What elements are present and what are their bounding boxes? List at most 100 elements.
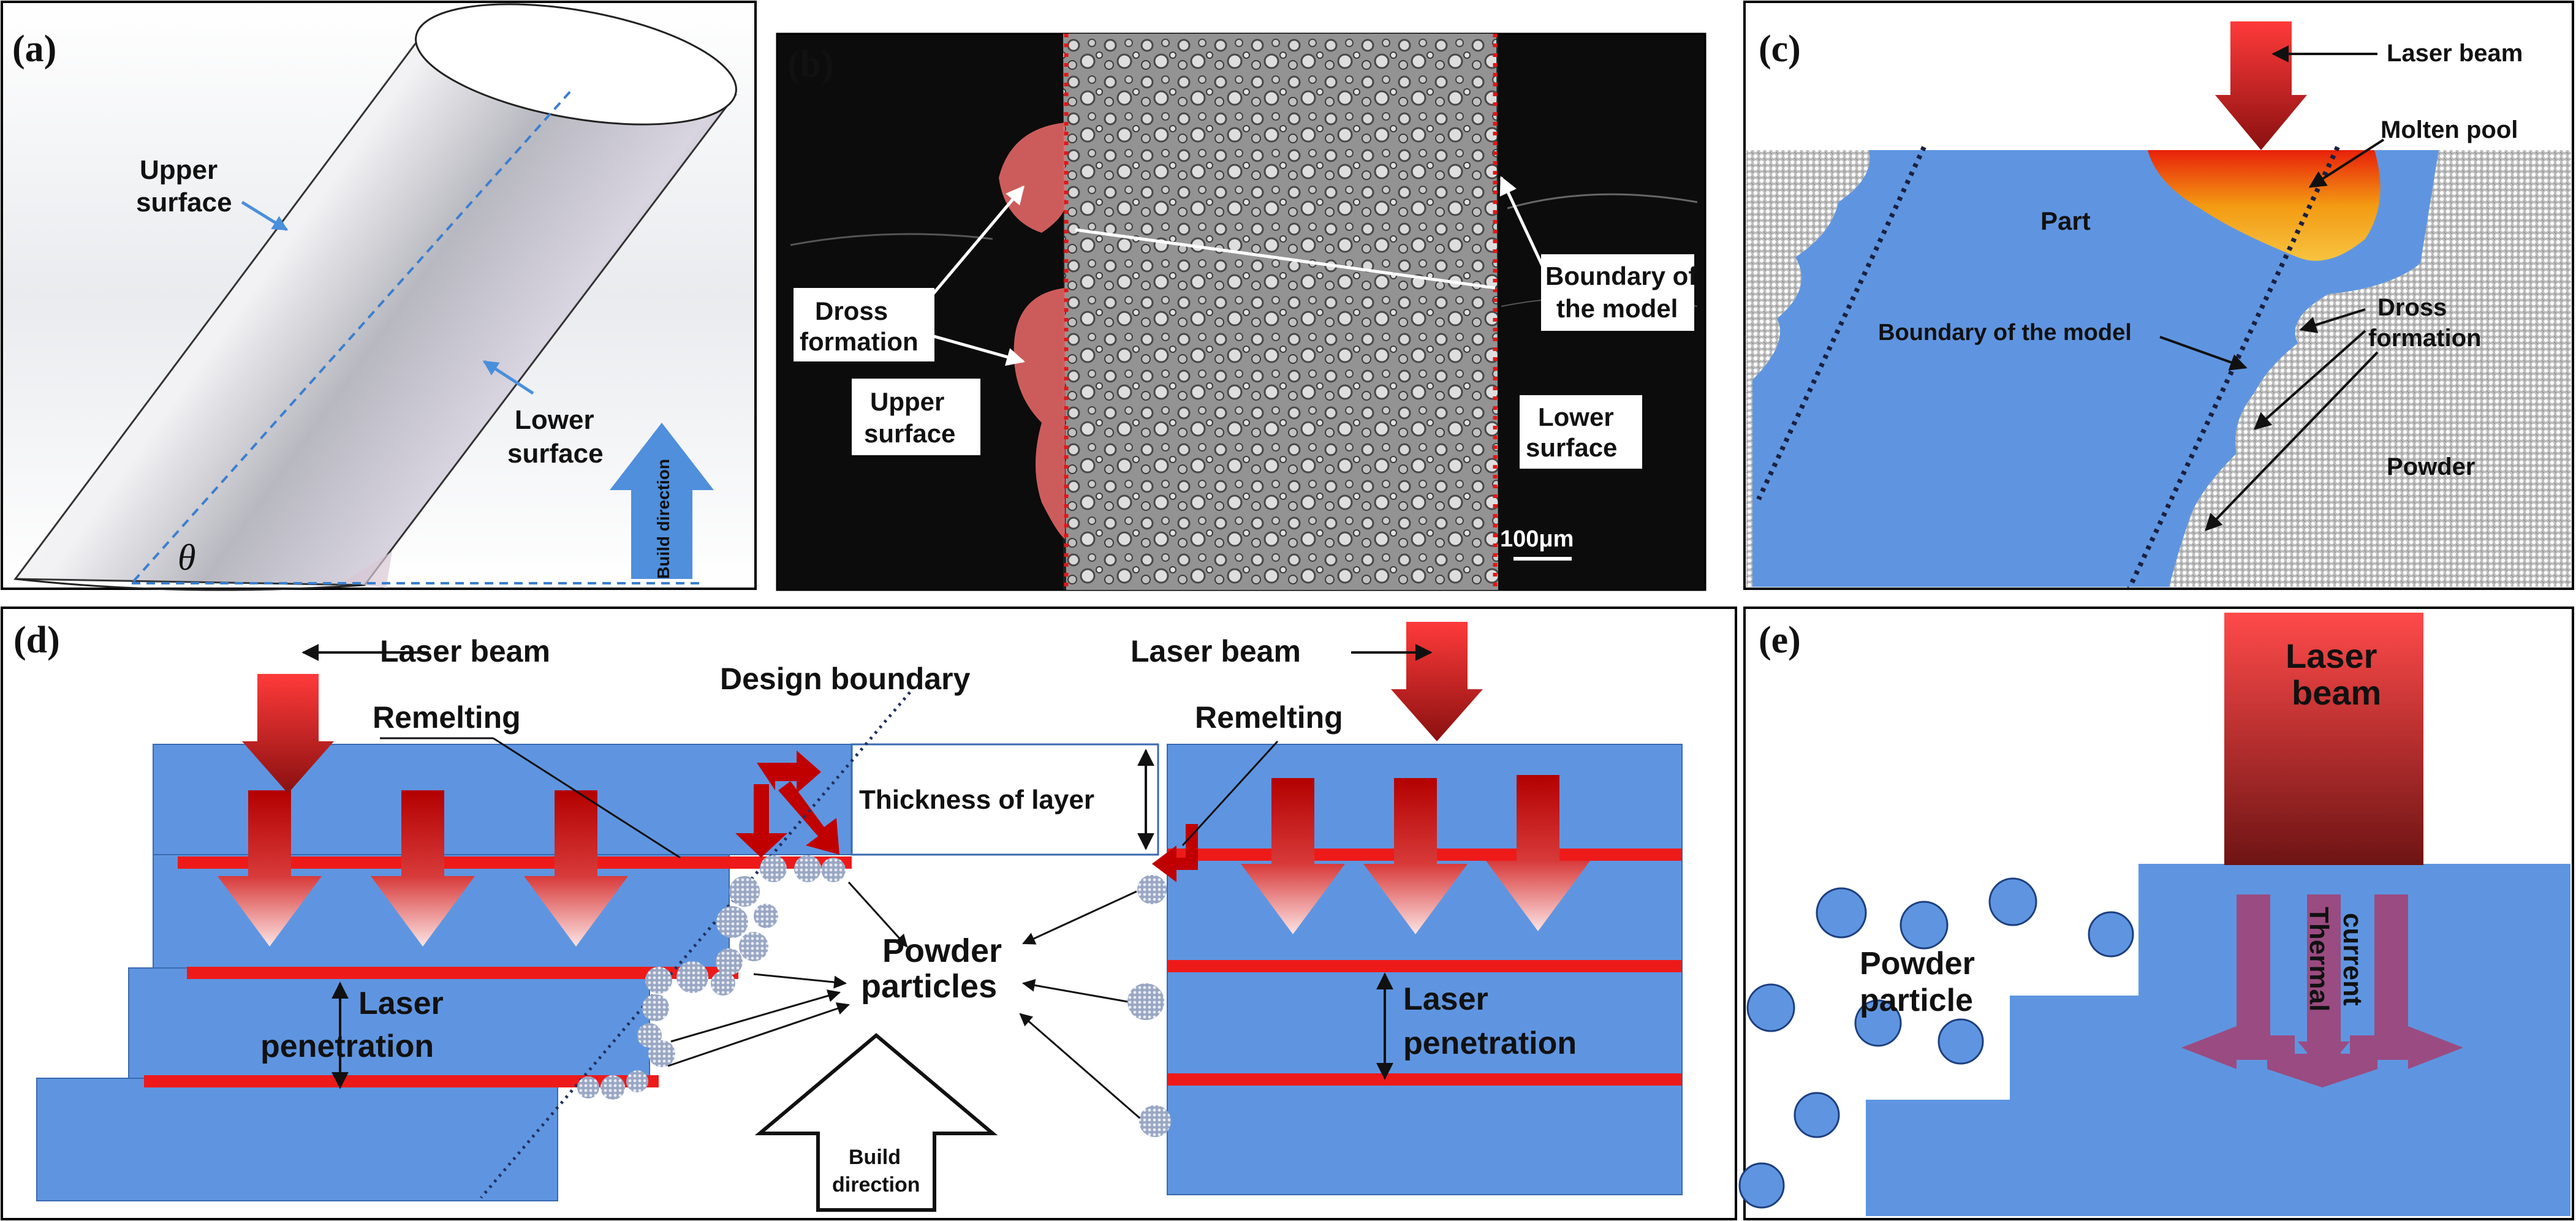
thermal-current-arrows: [2181, 894, 2463, 1087]
dross-arrow-1: [924, 185, 1025, 304]
remelt-line-left-1: [178, 856, 852, 869]
remelting-right-line: [1181, 740, 1279, 847]
remelt-line-left-3: [144, 1075, 659, 1087]
powder-arrow-6: [1021, 978, 1128, 1003]
dross-region-2: [1013, 288, 1065, 539]
panel-e-label: (e): [1759, 619, 1801, 661]
sem-strut: [1063, 34, 1498, 590]
laser-beam-c-label: Laser beam: [2387, 40, 2523, 67]
design-boundary-label: Design boundary: [720, 662, 971, 696]
boundary-label-box: [1541, 254, 1694, 331]
powder-particle-e-2: particle: [1860, 983, 1973, 1018]
build-direction-d-arrow: [754, 1033, 998, 1212]
design-boundary-line: [480, 691, 911, 1199]
thermal-current-2: current: [2338, 913, 2368, 1006]
remelting-right-label: Remelting: [1195, 700, 1343, 735]
thickness-label: Thickness of layer: [859, 785, 1094, 815]
powder-particle-e-1: Powder: [1860, 946, 1975, 981]
lower-surface-b-2: surface: [1526, 433, 1617, 462]
powder-arrow-4: [667, 1002, 850, 1067]
upper-surface-arrow: [241, 200, 289, 232]
laser-beam-e-label-2: beam: [2292, 673, 2381, 712]
upper-surface-line: [131, 91, 571, 584]
laser-beam-e-label-1: Laser: [2286, 637, 2377, 675]
panel-a: (a) Upper surface Lower surface θ Build …: [1, 1, 757, 591]
powder-arrow-5: [1022, 890, 1137, 945]
lower-surface-label-2: surface: [507, 439, 604, 469]
part-label: Part: [2040, 206, 2091, 235]
panel-c-label: (c): [1759, 28, 1801, 70]
dross-c-arrow-1: [2299, 308, 2366, 333]
panel-d: (d) Laser beam Laser beam Design boundar…: [1, 607, 1737, 1220]
down-arrow-right-3: [1486, 775, 1590, 931]
remelting-left-line: [493, 737, 681, 859]
build-direction-label: Build direction: [654, 459, 673, 579]
penetration-left-1: Laser: [358, 986, 444, 1021]
boundary-c-left: [1756, 146, 1926, 501]
dross-label-box: [794, 288, 934, 361]
lower-surface-b-1: Lower: [1538, 403, 1614, 431]
build-direction-arrow: [610, 423, 714, 579]
powder-arrow-2: [753, 973, 847, 989]
width-line: [1075, 228, 1496, 290]
down-arrow-left-2: [371, 790, 475, 947]
powder-particles-label-1: Powder: [882, 932, 1002, 969]
down-arrow-left-1: [218, 790, 322, 947]
down-arrow-right-2: [1363, 778, 1468, 934]
remelting-left-label: Remelting: [373, 700, 521, 735]
boundary-b-1: Boundary of: [1545, 262, 1697, 290]
dross-label-2: formation: [800, 327, 919, 356]
penetration-left-2: penetration: [260, 1029, 434, 1064]
powder-arrow-3: [670, 989, 841, 1043]
laser-beam-d-left-label: Laser beam: [380, 634, 550, 668]
penetration-right-1: Laser: [1403, 981, 1488, 1017]
sem-streak-1: [790, 233, 993, 246]
laser-beam-d-right-label: Laser beam: [1131, 634, 1301, 668]
boundary-b-2: the model: [1556, 294, 1678, 323]
sem-highlight: [1063, 34, 1498, 590]
red-small-down: [735, 784, 787, 858]
dross-arrow-2: [925, 332, 1025, 366]
panel-a-label: (a): [12, 28, 56, 70]
upper-surface-b-2: surface: [864, 419, 955, 448]
lower-surface-box: [1520, 395, 1642, 469]
lower-surface-arrow: [482, 360, 534, 395]
boundary-c-arrow: [2159, 336, 2248, 371]
cylinder-bottom: [15, 578, 365, 591]
remelt-line-right-3: [1167, 1073, 1682, 1086]
laser-beam-d-left: [242, 674, 334, 793]
build-direction-d-1: Build: [849, 1146, 901, 1169]
dross-c-2: formation: [2368, 325, 2481, 352]
dross-c-arrow-2: [2253, 330, 2366, 430]
lower-surface-label-1: Lower: [515, 405, 594, 435]
remelt-line-right-2: [1167, 960, 1682, 972]
boundary-c-right: [2127, 146, 2340, 589]
red-small-diag: [778, 781, 839, 855]
panel-d-label: (d): [13, 619, 60, 661]
left-layer-3: [128, 967, 650, 1079]
boundary-b-arrow: [1499, 176, 1546, 271]
upper-surface-label-2: surface: [136, 187, 232, 217]
powder-particles-left: [577, 855, 846, 1100]
sem-streak-2: [1507, 193, 1698, 210]
powder-arrow-1: [847, 881, 908, 948]
panel-c: (c) Laser beam Molten pool Part Boundary…: [1743, 1, 2574, 590]
dross-c-arrow-3: [2205, 351, 2379, 532]
remelt-line-left-2: [187, 967, 738, 979]
laser-beam-e: [2224, 613, 2423, 865]
down-arrow-left-3: [524, 790, 628, 947]
panel-b-label: (b): [787, 43, 834, 85]
panel-e: (e) Laser beam Powder particle Thermal c…: [1738, 607, 2574, 1220]
upper-surface-b-1: Upper: [870, 387, 944, 416]
panel-b: (b) Dross formation Upper surface Bounda…: [776, 32, 1707, 591]
red-corner-arrow: [757, 750, 821, 793]
boundary-c-label: Boundary of the model: [1878, 320, 2132, 346]
thermal-current-1: Thermal: [2304, 907, 2334, 1011]
powder-particles-right: [1127, 875, 1171, 1137]
powder-c-label: Powder: [2387, 453, 2475, 480]
dross-label-1: Dross: [815, 297, 888, 325]
left-layer-4: [36, 1078, 558, 1201]
thickness-box: [850, 743, 1159, 856]
build-direction-d-2: direction: [832, 1173, 920, 1196]
